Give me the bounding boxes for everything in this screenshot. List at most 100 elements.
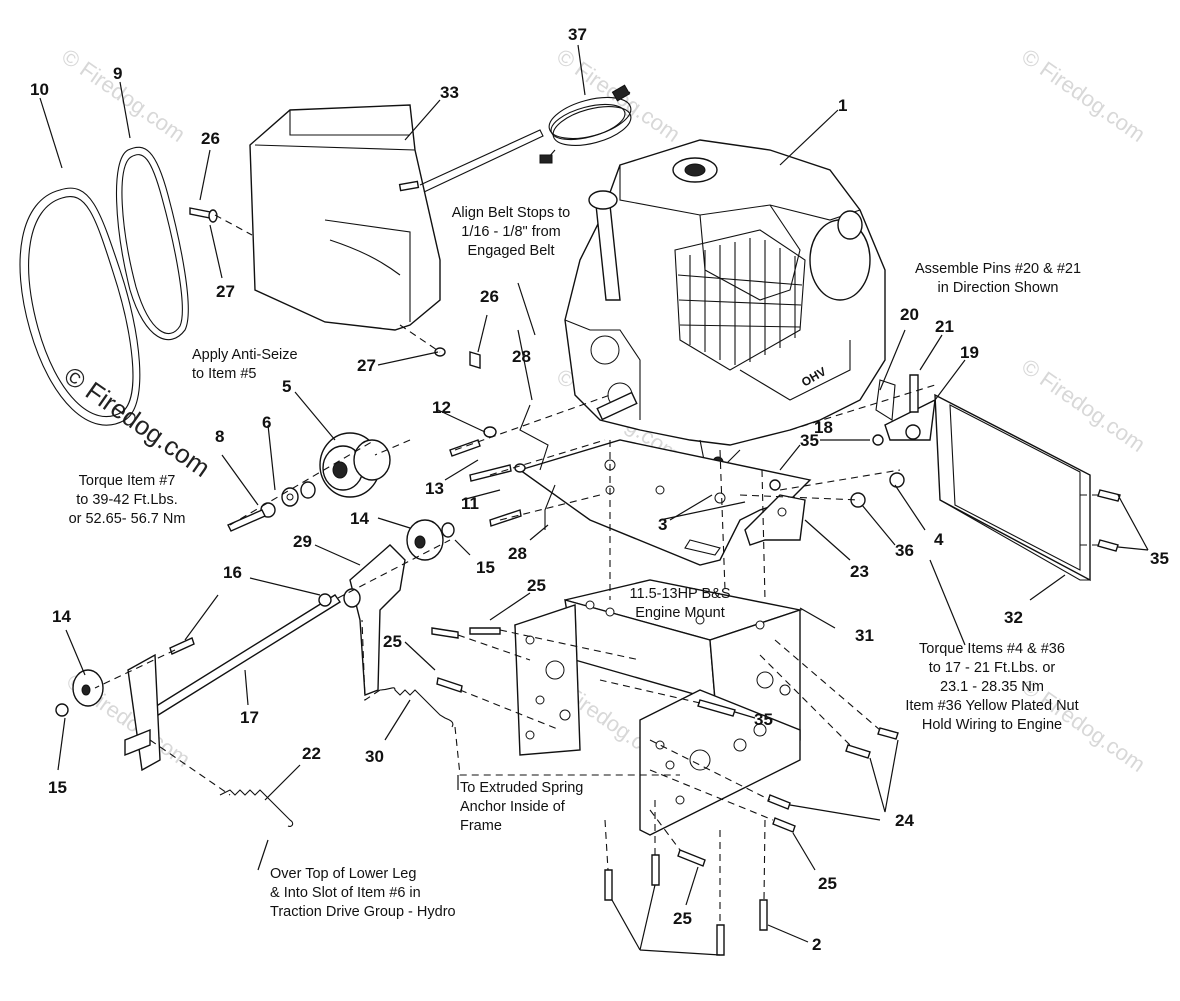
engine-1: OHV	[564, 139, 886, 471]
note-line: Traction Drive Group - Hydro	[270, 904, 456, 920]
note-line: To Extruded Spring	[460, 780, 583, 796]
callout-25: 25	[818, 874, 837, 893]
note-line: to Item #5	[192, 366, 256, 382]
note-line: Frame	[460, 818, 502, 834]
notes: Align Belt Stops to 1/16 - 1/8" from Eng…	[69, 205, 1081, 920]
callout-30: 30	[365, 747, 384, 766]
watermark: © Firedog.com	[57, 44, 190, 147]
note-engine-mount: 11.5-13HP B&S Engine Mount	[629, 586, 730, 621]
note-line: 23.1 - 28.35 Nm	[940, 679, 1044, 695]
frame-31	[514, 579, 803, 836]
rod-17	[124, 593, 342, 772]
note-line: to 17 - 21 Ft.Lbs. or	[929, 660, 1056, 676]
note-anti-seize: Apply Anti-Seize to Item #5	[192, 347, 298, 382]
callout-3: 3	[658, 515, 667, 534]
callout-22: 22	[302, 744, 321, 763]
callout-11: 11	[461, 494, 479, 513]
callout-28: 28	[508, 544, 527, 563]
assembly-lines	[94, 214, 1100, 925]
callout-23: 23	[850, 562, 869, 581]
callout-17: 17	[240, 708, 259, 727]
callout-24: 24	[895, 811, 914, 830]
callout-6: 6	[262, 413, 271, 432]
callout-27: 27	[357, 356, 376, 375]
callout-4: 4	[934, 530, 944, 549]
callout-10: 10	[30, 80, 49, 99]
callout-36: 36	[895, 541, 914, 560]
pulley-5	[319, 432, 391, 498]
callout-32: 32	[1004, 608, 1023, 627]
callout-2: 2	[812, 935, 821, 954]
callout-31: 31	[855, 626, 874, 645]
note-line: Torque Items #4 & #36	[919, 641, 1065, 657]
callout-18: 18	[814, 418, 833, 437]
callout-15: 15	[48, 778, 67, 797]
callout-35: 35	[1150, 549, 1169, 568]
spring-30	[379, 687, 454, 728]
callout-5: 5	[282, 377, 291, 396]
callout-13: 13	[425, 479, 444, 498]
belt-stop-28	[519, 404, 556, 530]
callout-25: 25	[527, 576, 546, 595]
note-line: Anchor Inside of	[460, 799, 566, 815]
callout-numbers: 1 2 3 4 5 6 7 8 9 10 11 12 13 14 14 15 1…	[30, 25, 1169, 954]
note-line: in Direction Shown	[938, 280, 1059, 296]
callout-35: 35	[754, 710, 773, 729]
idler-pulley-14	[55, 519, 455, 717]
washer-set	[227, 481, 316, 532]
note-torque-7: Torque Item #7 to 39-42 Ft.Lbs. or 52.65…	[69, 473, 186, 527]
engine-mount-plate	[518, 439, 812, 566]
callout-19: 19	[960, 343, 979, 362]
callout-25: 25	[673, 909, 692, 928]
note-line: Item #36 Yellow Plated Nut	[905, 698, 1078, 714]
bolts	[169, 207, 1121, 956]
callout-16: 16	[223, 563, 242, 582]
watermark: © Firedog.com	[1017, 44, 1150, 147]
callout-25: 25	[383, 632, 402, 651]
note-line: Apply Anti-Seize	[192, 347, 298, 363]
belt-9	[115, 146, 189, 341]
note-line: Align Belt Stops to	[452, 205, 571, 221]
callout-14: 14	[52, 607, 71, 626]
callout-33: 33	[440, 83, 459, 102]
watermark: © Firedog.com	[1017, 354, 1150, 457]
note-line: Assemble Pins #20 & #21	[915, 261, 1081, 277]
note-torque-4: Torque Items #4 & #36 to 17 - 21 Ft.Lbs.…	[905, 641, 1078, 733]
belt-10	[19, 187, 141, 426]
callout-28: 28	[512, 347, 531, 366]
leader-lines	[39, 44, 1149, 956]
note-line: or 52.65- 56.7 Nm	[69, 511, 186, 527]
callout-26: 26	[480, 287, 499, 306]
note-belt-stops: Align Belt Stops to 1/16 - 1/8" from Eng…	[452, 205, 571, 259]
pin-bracket-19	[875, 374, 936, 441]
callout-29: 29	[293, 532, 312, 551]
note-line: to 39-42 Ft.Lbs.	[76, 492, 178, 508]
callout-35: 35	[800, 431, 819, 450]
note-line: Torque Item #7	[79, 473, 176, 489]
note-line: Over Top of Lower Leg	[270, 866, 416, 882]
spring-22	[219, 789, 294, 827]
note-line: Engine Mount	[635, 605, 724, 621]
callout-1: 1	[838, 96, 847, 115]
callout-26: 26	[201, 129, 220, 148]
note-line: Engaged Belt	[467, 243, 554, 259]
callout-12: 12	[432, 398, 451, 417]
bracket-32	[934, 393, 1091, 582]
belt-guard-33	[249, 104, 544, 331]
note-line: 11.5-13HP B&S	[629, 586, 730, 602]
note-line: 1/16 - 1/8" from	[461, 224, 560, 240]
callout-14: 14	[350, 509, 369, 528]
callout-37: 37	[568, 25, 587, 44]
note-pins: Assemble Pins #20 & #21 in Direction Sho…	[915, 261, 1081, 296]
note-lower-leg: Over Top of Lower Leg & Into Slot of Ite…	[270, 866, 456, 920]
extension-cord-37	[539, 84, 632, 164]
callout-15: 15	[476, 558, 495, 577]
callout-27: 27	[216, 282, 235, 301]
note-spring-anchor: To Extruded Spring Anchor Inside of Fram…	[460, 780, 583, 834]
note-line: & Into Slot of Item #6 in	[270, 885, 421, 901]
callout-9: 9	[113, 64, 122, 83]
note-line: Hold Wiring to Engine	[922, 717, 1062, 733]
callout-8: 8	[215, 427, 224, 446]
callout-20: 20	[900, 305, 919, 324]
